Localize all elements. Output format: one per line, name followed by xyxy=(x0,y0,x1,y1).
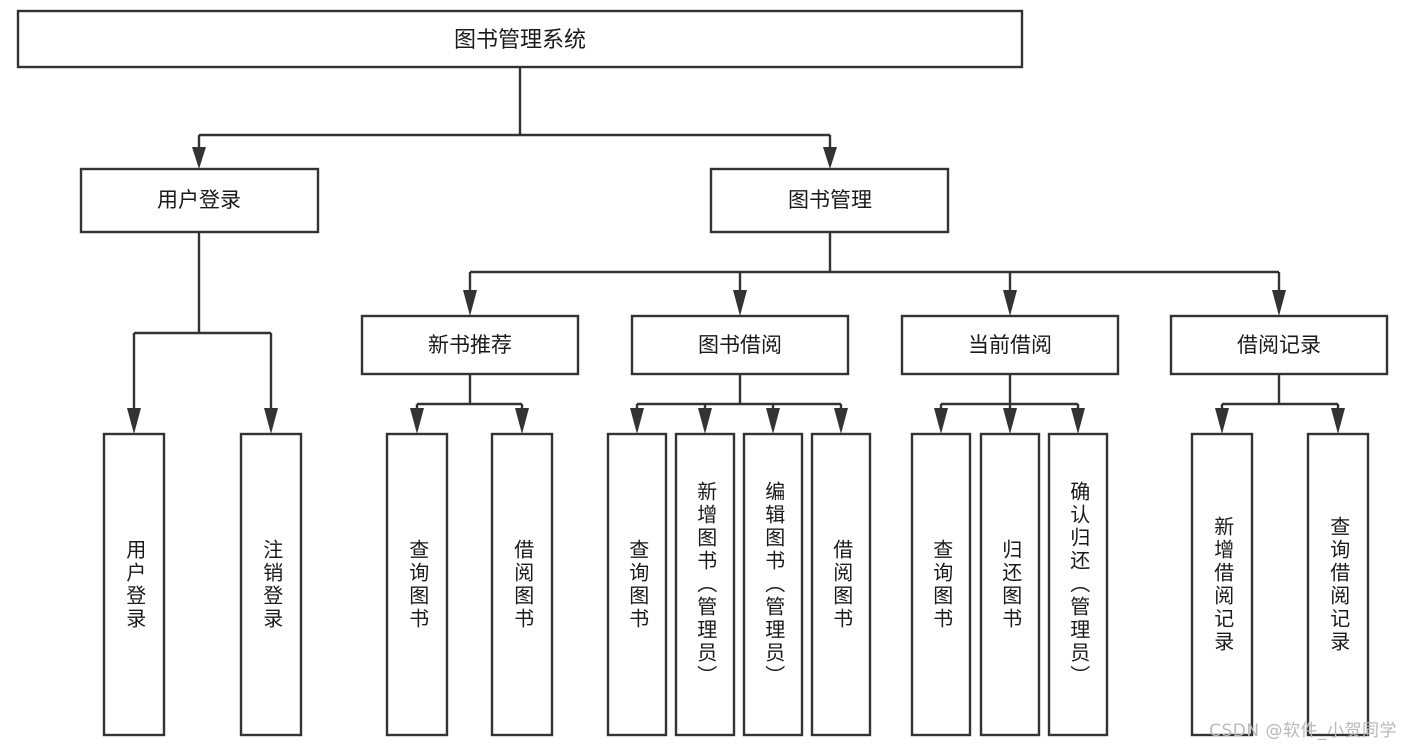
arrow-newbook-leaf-1 xyxy=(410,408,424,434)
node-current-borrow[interactable]: 当前借阅 xyxy=(900,314,1120,376)
node-leaf-query-book-1-box[interactable] xyxy=(385,432,449,737)
node-leaf-borrow-book-1-box[interactable] xyxy=(490,432,554,737)
node-leaf-user-login-box[interactable] xyxy=(102,432,166,737)
arrow-currentborrow-leaf-2 xyxy=(1003,408,1017,434)
arrow-currentborrow-leaf-1 xyxy=(934,408,948,434)
node-borrow-record-label: 借阅记录 xyxy=(1237,333,1321,357)
arrow-borrowrecord-leaf-2 xyxy=(1331,408,1345,434)
arrow-bookmanage-to-new-book xyxy=(463,290,477,316)
arrow-bookmanage-to-current-borrow xyxy=(1003,290,1017,316)
node-leaf-borrow-book-2-box[interactable] xyxy=(810,432,872,737)
node-user-login[interactable]: 用户登录 xyxy=(79,167,320,234)
node-leaf-edit-book-box[interactable] xyxy=(742,432,804,737)
node-book-manage-label: 图书管理 xyxy=(788,188,872,212)
node-layer: 图书管理系统 用户登录 图书管理 新书推荐 图书借阅 当前 xyxy=(16,9,1389,737)
arrow-bookborrow-leaf-1 xyxy=(630,408,644,434)
arrow-bookmanage-to-book-borrow xyxy=(733,290,747,316)
node-book-manage[interactable]: 图书管理 xyxy=(709,167,950,234)
node-book-manage-box[interactable] xyxy=(709,167,950,234)
node-new-book-recommend-box[interactable] xyxy=(360,314,580,376)
node-root-box[interactable] xyxy=(16,9,1024,69)
arrow-borrowrecord-leaf-1 xyxy=(1215,408,1229,434)
node-book-borrow-label: 图书借阅 xyxy=(698,333,782,357)
arrow-bookborrow-leaf-4 xyxy=(834,408,848,434)
arrow-newbook-leaf-2 xyxy=(515,408,529,434)
node-borrow-record[interactable]: 借阅记录 xyxy=(1169,314,1389,376)
node-leaf-query-book-2-box[interactable] xyxy=(606,432,668,737)
node-leaf-logout-login-box[interactable] xyxy=(239,432,303,737)
node-user-login-label: 用户登录 xyxy=(157,188,241,212)
node-new-book-recommend[interactable]: 新书推荐 xyxy=(360,314,580,376)
node-borrow-record-box[interactable] xyxy=(1169,314,1389,376)
arrow-bookborrow-leaf-2 xyxy=(698,408,712,434)
arrow-bookmanage-to-borrow-record xyxy=(1272,290,1286,316)
node-new-book-recommend-label: 新书推荐 xyxy=(428,333,512,357)
arrow-bookborrow-leaf-3 xyxy=(766,408,780,434)
node-leaf-query-record-box[interactable] xyxy=(1306,432,1370,737)
node-book-borrow[interactable]: 图书借阅 xyxy=(630,314,850,376)
node-leaf-confirm-return-box[interactable] xyxy=(1047,432,1109,737)
csdn-watermark: CSDN @软件_小贺同学 xyxy=(1209,721,1397,741)
connector-layer xyxy=(127,67,1345,434)
node-root-label: 图书管理系统 xyxy=(454,28,586,53)
node-leaf-add-record-box[interactable] xyxy=(1190,432,1254,737)
node-current-borrow-box[interactable] xyxy=(900,314,1120,376)
node-root[interactable]: 图书管理系统 xyxy=(16,9,1024,69)
arrow-root-to-user-login xyxy=(192,147,206,169)
node-user-login-box[interactable] xyxy=(79,167,320,234)
node-leaf-add-book-box[interactable] xyxy=(674,432,736,737)
node-leaf-return-book-box[interactable] xyxy=(979,432,1041,737)
node-leaf-query-book-3-box[interactable] xyxy=(910,432,972,737)
arrow-root-to-book-manage xyxy=(823,147,837,169)
arrow-currentborrow-leaf-3 xyxy=(1071,408,1085,434)
arrow-userlogin-leaf-1 xyxy=(127,408,141,434)
node-current-borrow-label: 当前借阅 xyxy=(968,333,1052,357)
arrow-userlogin-leaf-2 xyxy=(264,408,278,434)
node-book-borrow-box[interactable] xyxy=(630,314,850,376)
